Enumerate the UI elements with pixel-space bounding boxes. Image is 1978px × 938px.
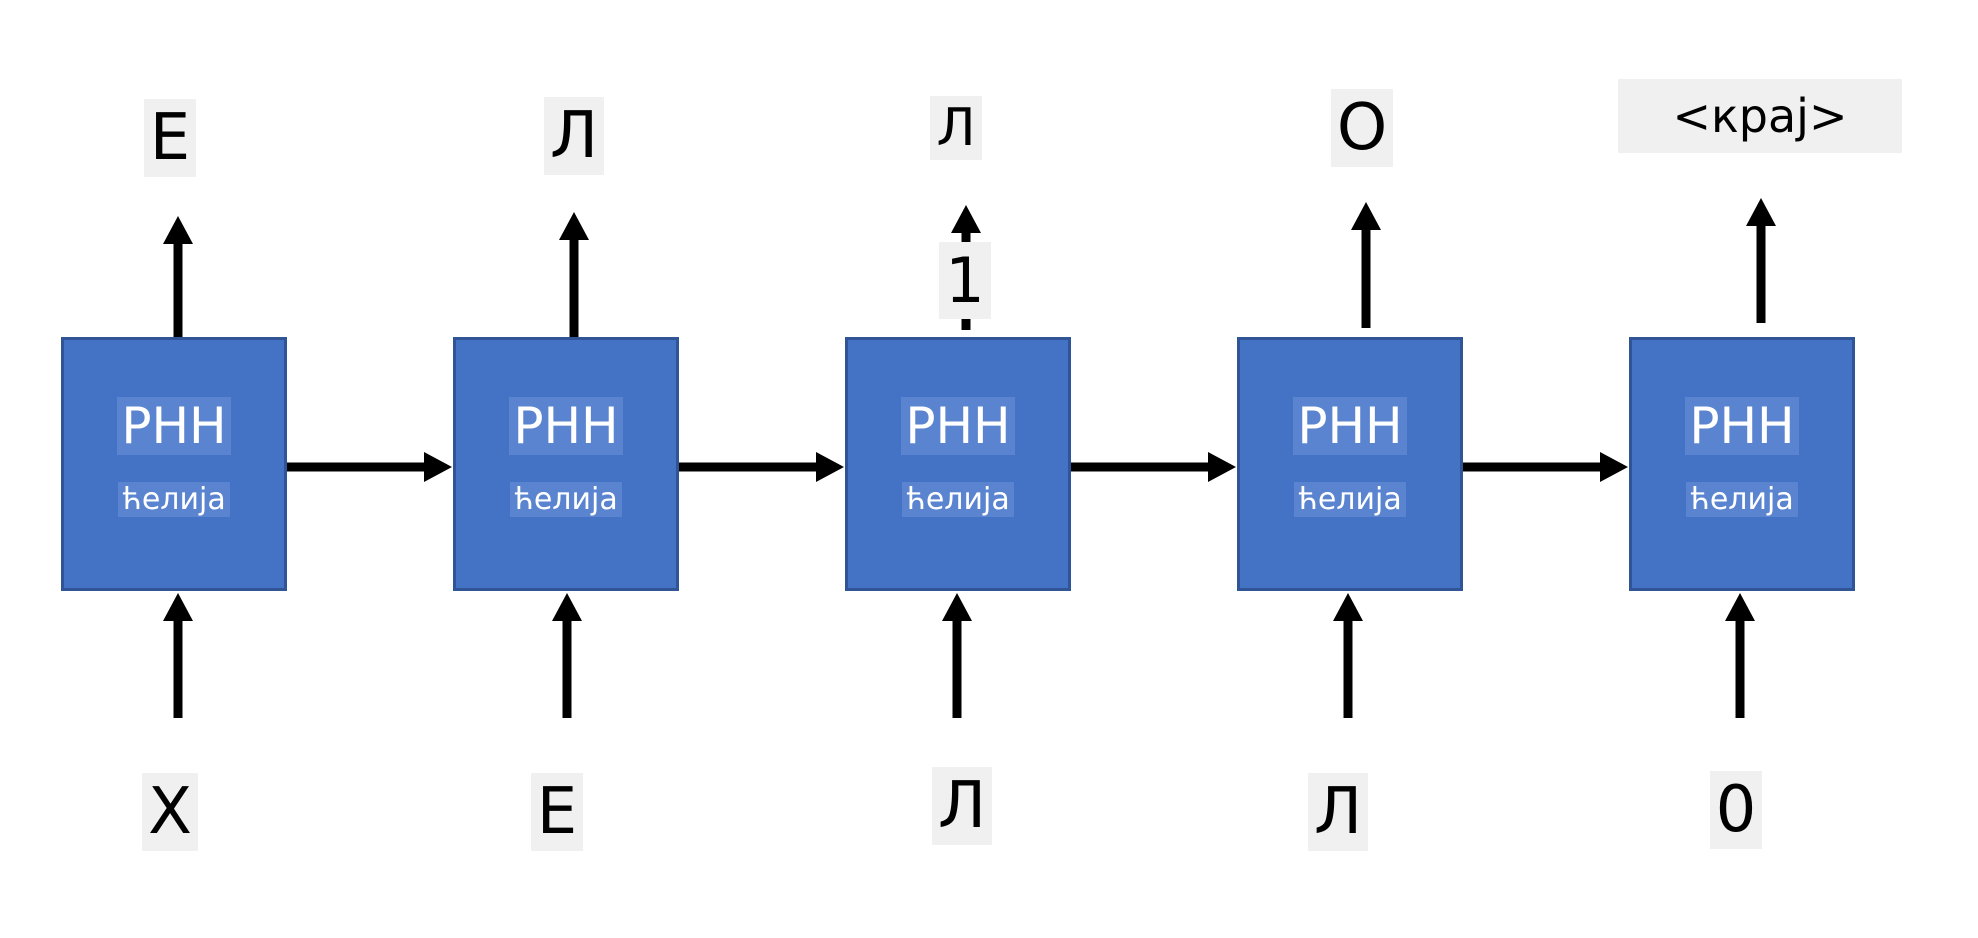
input-token-4: 0	[1686, 770, 1786, 850]
rnn-cell-title: РНН	[64, 397, 284, 455]
input-arrow-2	[942, 593, 972, 718]
output-token-1: Л	[524, 96, 624, 176]
output-token-4: <крај>	[1618, 79, 1902, 153]
input-token-0: Х	[120, 772, 220, 852]
recurrent-arrow-0	[287, 452, 452, 482]
output-token-2: Л	[906, 88, 1006, 168]
recurrent-arrow-2	[1071, 452, 1236, 482]
output-arrow-3	[1351, 202, 1381, 328]
output-arrow-1	[559, 212, 589, 337]
output-token-2-extra: 1	[930, 236, 1000, 326]
rnn-cell-title: РНН	[1632, 397, 1852, 455]
output-arrow-0	[163, 216, 193, 337]
input-token-3: Л	[1288, 772, 1388, 852]
rnn-cell-2: РНН ћелија	[845, 337, 1071, 591]
output-arrow-4	[1746, 198, 1776, 323]
input-arrow-3	[1333, 593, 1363, 718]
rnn-cell-subtitle: ћелија	[1240, 480, 1460, 520]
rnn-cell-0: РНН ћелија	[61, 337, 287, 591]
rnn-cell-title: РНН	[848, 397, 1068, 455]
recurrent-arrow-1	[679, 452, 844, 482]
rnn-cell-subtitle: ћелија	[848, 480, 1068, 520]
rnn-cell-4: РНН ћелија	[1629, 337, 1855, 591]
rnn-cell-subtitle: ћелија	[1632, 480, 1852, 520]
input-arrow-1	[552, 593, 582, 718]
rnn-cell-subtitle: ћелија	[64, 480, 284, 520]
rnn-cell-subtitle: ћелија	[456, 480, 676, 520]
rnn-cell-title: РНН	[1240, 397, 1460, 455]
input-token-2: Л	[912, 766, 1012, 846]
input-arrow-0	[163, 593, 193, 718]
rnn-cell-title: РНН	[456, 397, 676, 455]
rnn-cell-3: РНН ћелија	[1237, 337, 1463, 591]
rnn-cell-1: РНН ћелија	[453, 337, 679, 591]
output-token-3: О	[1312, 88, 1412, 168]
input-arrow-4	[1725, 593, 1755, 718]
recurrent-arrow-3	[1463, 452, 1628, 482]
input-token-1: Е	[507, 772, 607, 852]
output-token-0: Е	[120, 98, 220, 178]
